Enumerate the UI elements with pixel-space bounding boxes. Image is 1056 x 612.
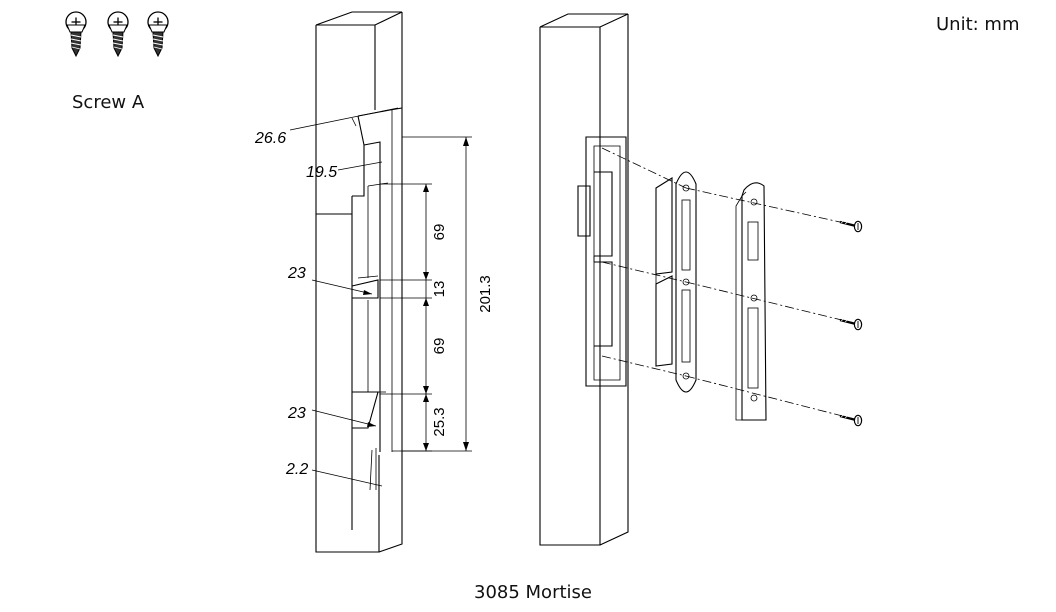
- assembly-axes: [601, 147, 859, 421]
- dim-26-6: 26.6: [254, 130, 286, 147]
- screw-icon: [65, 11, 169, 57]
- dim-23-top: 23: [287, 265, 306, 282]
- dimension-lines: [289, 107, 472, 487]
- screw-a-label: Screw A: [72, 92, 145, 113]
- dim-2-2: 2.2: [285, 461, 308, 478]
- left-post: [315, 11, 403, 553]
- diagram-caption: 3085 Mortise: [474, 582, 592, 603]
- dim-19-5: 19.5: [306, 164, 337, 181]
- dim-25-3: 25.3: [431, 407, 448, 436]
- dim-69-bottom: 69: [431, 338, 448, 355]
- unit-label: Unit: mm: [936, 14, 1020, 35]
- lock-case: [655, 171, 697, 393]
- strike-plate: [735, 182, 767, 421]
- small-screw-icon: [838, 218, 863, 427]
- right-post: [539, 13, 629, 546]
- dim-23-bottom: 23: [287, 405, 306, 422]
- dimension-labels: 26.6 19.5 23 23 2.2 69 13 69 25.3 201.3: [254, 130, 494, 478]
- dim-69-top: 69: [431, 224, 448, 241]
- dim-13: 13: [431, 281, 448, 298]
- dim-201-3: 201.3: [477, 275, 494, 313]
